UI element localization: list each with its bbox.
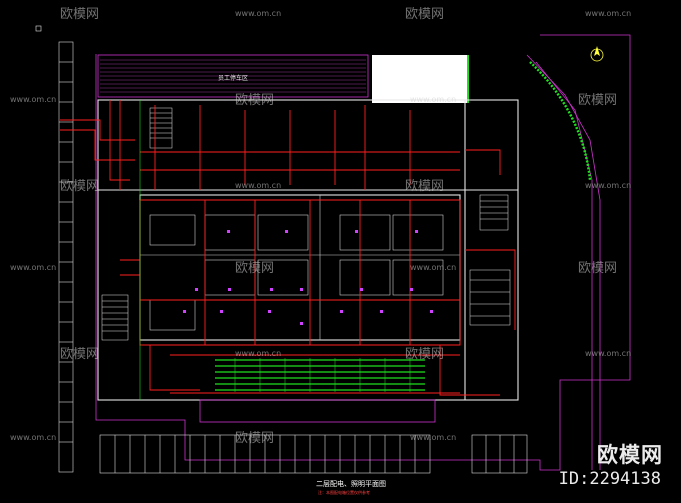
svg-text:www.om.cn: www.om.cn (10, 433, 56, 442)
svg-text:www.om.cn: www.om.cn (410, 263, 456, 272)
svg-text:欧模网: 欧模网 (405, 179, 444, 194)
drawing-note: 注：本图配电箱位置仅供参考 (318, 490, 370, 495)
drawing-title: 二层配电、照明平面图 (316, 480, 386, 488)
svg-text:欧模网: 欧模网 (235, 261, 274, 276)
svg-text:欧模网: 欧模网 (578, 261, 617, 276)
left-parking-stalls (58, 41, 74, 473)
svg-text:www.om.cn: www.om.cn (585, 181, 631, 190)
svg-text:欧模网: 欧模网 (60, 7, 99, 22)
lighting-dividers (234, 358, 411, 392)
north-arrow-icon (590, 46, 604, 62)
brand-watermark: 欧模网 (597, 443, 663, 467)
svg-text:欧模网: 欧模网 (235, 93, 274, 108)
svg-text:www.om.cn: www.om.cn (585, 9, 631, 18)
stairs (101, 107, 511, 341)
lighting-rows (215, 359, 425, 391)
employee-parking-zone (97, 54, 469, 103)
svg-text:欧模网: 欧模网 (235, 431, 274, 446)
landscape-strip (529, 61, 592, 181)
svg-text:www.om.cn: www.om.cn (585, 349, 631, 358)
svg-text:欧模网: 欧模网 (405, 347, 444, 362)
watermarks: 欧模网 www.om.cn 欧模网 www.om.cn www.om.cn 欧模… (10, 7, 631, 446)
power-circuits (60, 100, 516, 396)
room-partitions (140, 195, 460, 340)
svg-text:欧模网: 欧模网 (578, 93, 617, 108)
svg-text:欧模网: 欧模网 (60, 179, 99, 194)
svg-text:欧模网: 欧模网 (60, 347, 99, 362)
parking-zone-label: 员工停车区 (218, 74, 248, 82)
svg-text:欧模网: 欧模网 (405, 7, 444, 22)
svg-text:www.om.cn: www.om.cn (410, 95, 456, 104)
room-markers (183, 230, 433, 325)
svg-text:www.om.cn: www.om.cn (235, 349, 281, 358)
bottom-parking-stalls (99, 434, 528, 474)
svg-text:www.om.cn: www.om.cn (235, 9, 281, 18)
svg-text:www.om.cn: www.om.cn (235, 181, 281, 190)
svg-text:www.om.cn: www.om.cn (10, 95, 56, 104)
model-id: ID:2294138 (558, 469, 661, 489)
svg-text:www.om.cn: www.om.cn (10, 263, 56, 272)
corner-marker (35, 25, 42, 32)
svg-text:www.om.cn: www.om.cn (410, 433, 456, 442)
mechanical-zone (199, 399, 436, 423)
